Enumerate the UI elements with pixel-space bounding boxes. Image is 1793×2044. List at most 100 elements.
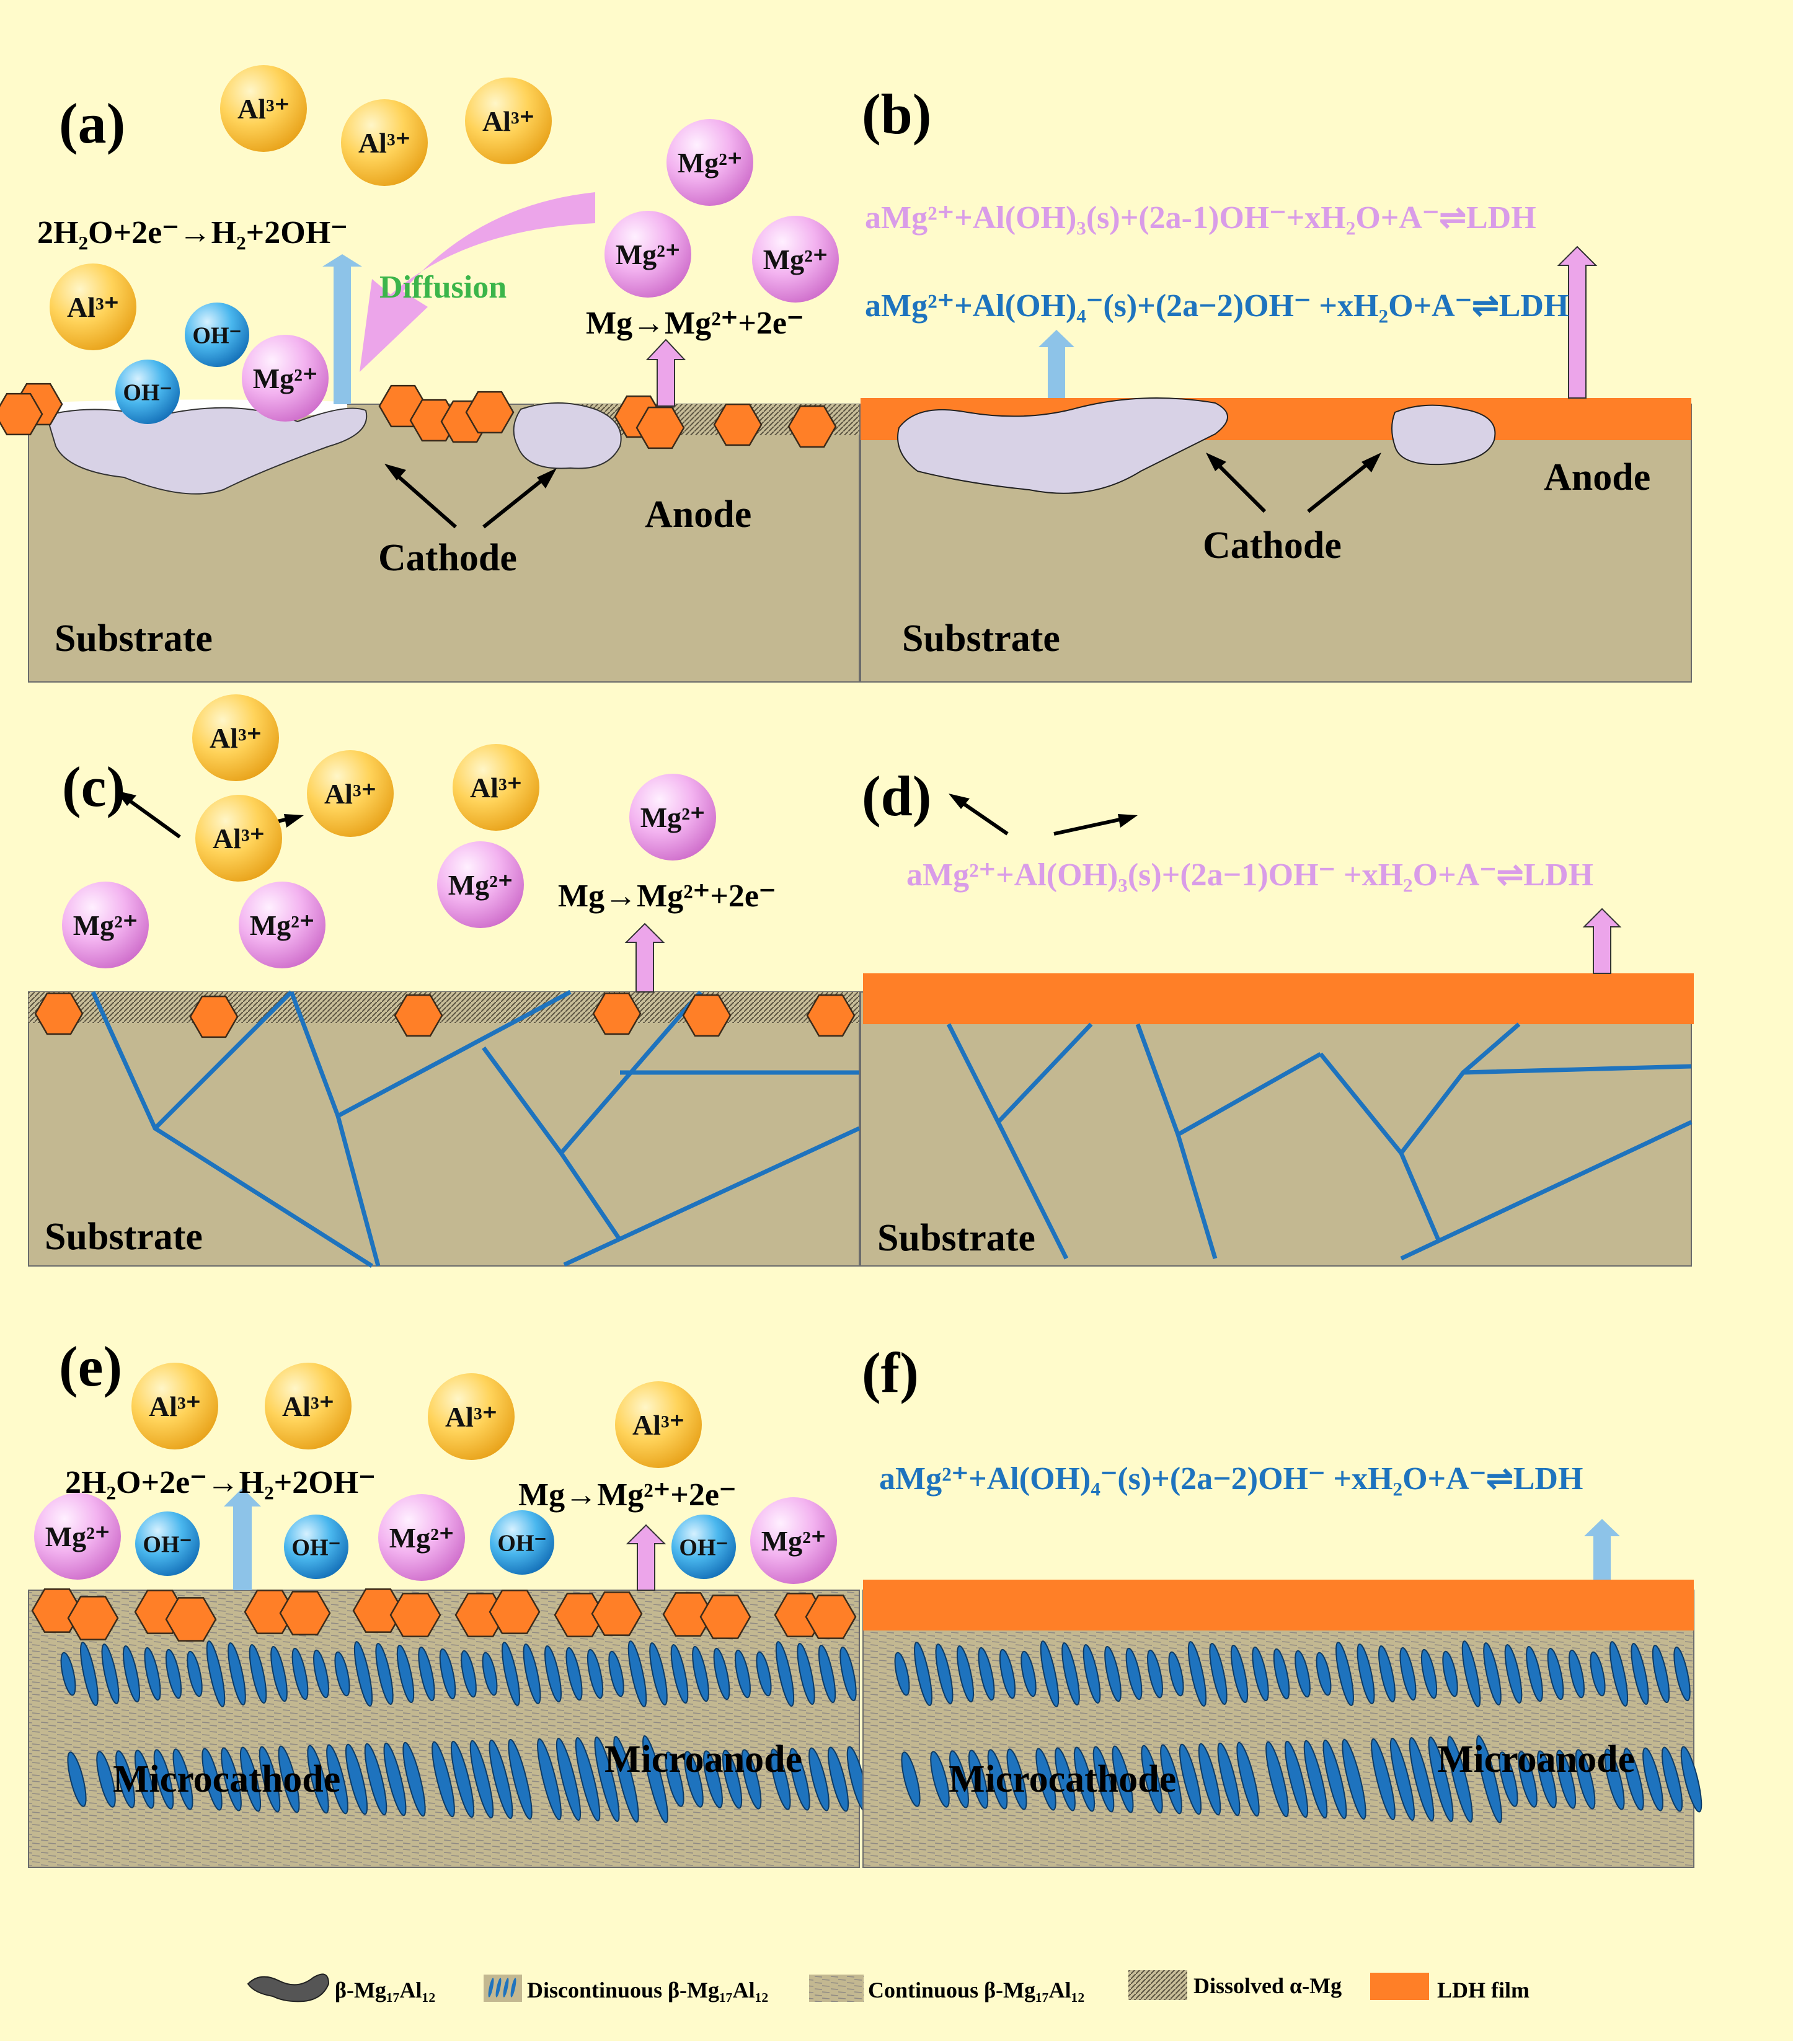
ldh-nucleus-hexagon [34,992,84,1035]
mg-ion: Mg²⁺ [437,841,524,928]
panel-f-ldh-film [863,1580,1694,1630]
panel-f-eq-blue: aMg²⁺+Al(OH)₄⁻(s)+(2a−2)OH⁻ +xH₂O+A⁻⇌LDH [879,1461,1583,1497]
al-ion: Al³⁺ [428,1373,515,1460]
microcathode-particle [402,1741,426,1817]
ldh-nucleus-hexagon [591,1591,643,1636]
legend-continuous: Continuous β-Mg₁₇Al₁₂ [868,1978,1084,2002]
ldh-nucleus-hexagon [699,1595,751,1639]
microcathode-particle [684,1751,704,1808]
microcathode-particle [1420,1648,1438,1699]
panel-e-mg-reaction: Mg→Mg²⁺+2e⁻ [518,1477,736,1513]
mg-ion: Mg²⁺ [629,774,716,861]
microcathode-particle [1371,1738,1396,1821]
mg-ion: Mg²⁺ [378,1494,465,1581]
microcathode-particle [1461,1640,1481,1707]
panel-f-microanode: Microanode [1437,1738,1635,1781]
microcathode-particle [808,1747,830,1812]
microcathode-particle [1303,1740,1328,1819]
al-ion-label: Al³⁺ [358,127,410,159]
panel-b-beta-phase [897,397,1228,494]
mg-ion-label: Mg²⁺ [73,909,138,941]
panel-e-microanode: Microanode [604,1738,802,1781]
microcathode-particle [1316,1652,1332,1696]
panel-c-pink-arrow [624,922,665,993]
microcathode-particle [1389,1737,1415,1821]
microcathode-particle [432,1741,455,1818]
microcathode-particle [60,1652,76,1696]
ldh-nuclei [0,383,857,1642]
ldh-nucleus-hexagon [394,994,443,1037]
microcathode-particle [396,1644,415,1704]
microcathode-particle [502,1642,520,1706]
microcathode-particle [1399,1647,1417,1701]
panel-e-h2-reaction: 2H₂O+2e⁻→H₂+2OH⁻ [65,1465,376,1500]
microcathode-particle [703,1750,723,1808]
microcathode-particle [818,1644,836,1704]
panel-e-microcathode: Microcathode [113,1758,340,1800]
microcathode-particle [1590,1651,1606,1697]
microcathode-particle [1518,1751,1538,1808]
microcathode-particle [313,1649,329,1699]
legend-discontinuous-marks [488,1978,516,1998]
mg-ion: Mg²⁺ [239,882,325,968]
mg-ion: Mg²⁺ [752,216,839,303]
ldh-nucleus-hexagon [662,1592,714,1637]
panel-d-pink-arrow [1582,908,1622,974]
al-ion-label: Al³⁺ [324,778,376,810]
microcathode-particle [789,1748,810,1811]
al-ion-label: Al³⁺ [149,1391,201,1422]
legend-ldh-swatch [1370,1973,1429,2000]
microcathode-particle [165,1648,182,1699]
panel-e-pink-arrow [626,1524,666,1591]
mg-ion-label: Mg²⁺ [253,363,318,394]
microcathode-particle [556,1737,582,1821]
panel-a-label: (a) [59,92,125,155]
microcathode-particle [1357,1644,1375,1704]
microcathode-particle [1673,1646,1691,1702]
microcathode-particle [1092,1746,1115,1813]
mg-ion: Mg²⁺ [604,211,691,298]
microcathode-particle [1499,1751,1518,1807]
ldh-nucleus-hexagon [592,992,642,1035]
ldh-nucleus-hexagon [635,406,685,449]
panel-a-diffusion: Diffusion [379,270,507,305]
panel-c-label: (c) [62,755,125,818]
microcathode-particle [627,1640,647,1707]
al-ion-label: Al³⁺ [282,1391,334,1422]
microcathode-particle [587,1648,604,1699]
microcathode-particle [375,1643,394,1705]
mg-ion-label: Mg²⁺ [389,1522,454,1554]
microcathode-particle [692,1645,709,1702]
diffusion-arrow [360,192,595,372]
panel-b-pink-arrow [1557,246,1598,399]
microcathode-particle [1652,1644,1670,1704]
al-ion: Al³⁺ [220,65,307,152]
microcathode-particle [1147,1649,1163,1699]
microcathode-particle [134,1750,155,1809]
microcathode-particle [1428,1737,1454,1822]
microcathode-particle [489,1739,513,1820]
panel-a-mg-reaction: Mg→Mg²⁺+2e⁻ [586,306,804,341]
microcathode-particle [1295,1650,1311,1698]
ldh-nucleus-hexagon [682,994,732,1037]
microcathode-particle [239,1746,262,1812]
microcathode-particle [1322,1739,1347,1820]
microcathode-particle [1642,1747,1663,1812]
microcathode-particle [172,1748,193,1810]
microcathode-particle [439,1648,456,1700]
panel-f-blue-arrow [1584,1519,1620,1580]
al-ion-label: Al³⁺ [213,823,265,854]
oh-ion: OH⁻ [490,1510,554,1575]
microcathode-particle [1409,1737,1435,1821]
panel-d-substrate-label: Substrate [877,1217,1035,1259]
microcathode-particle [221,1747,242,1812]
panel-f-label: (f) [862,1341,919,1404]
panel-b-label: (b) [862,82,931,146]
microcathode-particle [153,1749,174,1810]
al-ion: Al³⁺ [265,1363,352,1449]
panel-a-substrate-label: Substrate [55,617,213,660]
panel-a-anode: Anode [645,493,751,536]
microcathode-particle [353,1641,373,1707]
microcathode-particle [1160,1744,1182,1815]
pointer-arrows [123,460,1371,839]
